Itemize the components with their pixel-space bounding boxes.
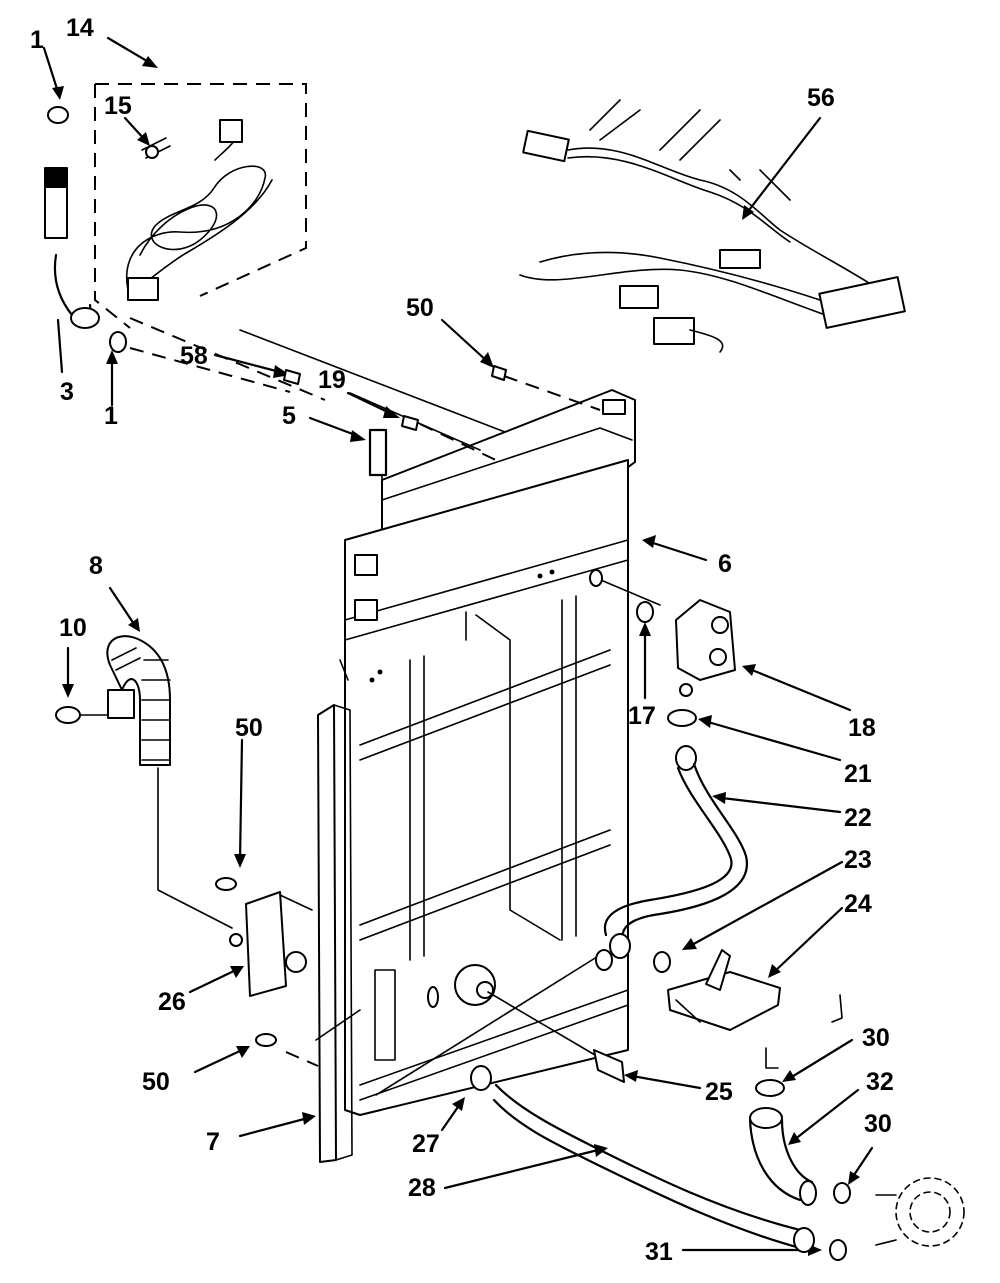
inlet-hose: [44, 106, 291, 393]
pump-hoses: [748, 1047, 965, 1261]
pressure-switch: [215, 877, 319, 1067]
callout-24: 24: [844, 890, 872, 918]
side-rail: [317, 704, 353, 1163]
callout-21: 21: [844, 760, 872, 788]
callout-50a: 50: [406, 294, 434, 322]
rear-panel: [339, 459, 629, 1116]
power-cord-kit-outline: [94, 83, 326, 401]
callout-14: 14: [66, 14, 94, 42]
fill-hose: [603, 709, 749, 959]
screws: [283, 365, 601, 463]
callout-17: 17: [628, 702, 656, 730]
callout-26: 26: [158, 988, 186, 1016]
callout-10: 10: [59, 614, 87, 642]
leader-lines: [42, 36, 874, 1256]
callout-18: 18: [848, 714, 876, 742]
callout-22: 22: [844, 804, 872, 832]
callout-1b: 1: [104, 402, 118, 430]
callout-3: 3: [60, 378, 74, 406]
callout-32: 32: [866, 1068, 894, 1096]
callout-25: 25: [705, 1078, 733, 1106]
callout-7: 7: [206, 1128, 220, 1156]
wiring-harness: [519, 99, 906, 353]
callout-56: 56: [807, 84, 835, 112]
callout-5: 5: [282, 402, 296, 430]
callout-50b: 50: [235, 714, 263, 742]
callout-58: 58: [180, 342, 208, 370]
power-cord: [125, 119, 273, 301]
water-valve: [589, 569, 736, 697]
drain-outlet: [315, 949, 815, 1253]
callout-15: 15: [104, 92, 132, 120]
callout-30a: 30: [862, 1024, 890, 1052]
callout-31: 31: [645, 1238, 673, 1266]
callout-30b: 30: [864, 1110, 892, 1138]
callout-23: 23: [844, 846, 872, 874]
callout-27: 27: [412, 1130, 440, 1158]
drain-hose: [55, 635, 233, 929]
callout-50c: 50: [142, 1068, 170, 1096]
callout-6: 6: [718, 550, 732, 578]
callout-19: 19: [318, 366, 346, 394]
hose-clamp-support: [653, 949, 843, 1031]
callout-labels: 1 14 15 56 3 1 58 19 50 5 6 8 10 50 17 1…: [30, 14, 894, 1266]
callout-28: 28: [408, 1174, 436, 1202]
callout-8: 8: [89, 552, 103, 580]
callout-1a: 1: [30, 26, 44, 54]
